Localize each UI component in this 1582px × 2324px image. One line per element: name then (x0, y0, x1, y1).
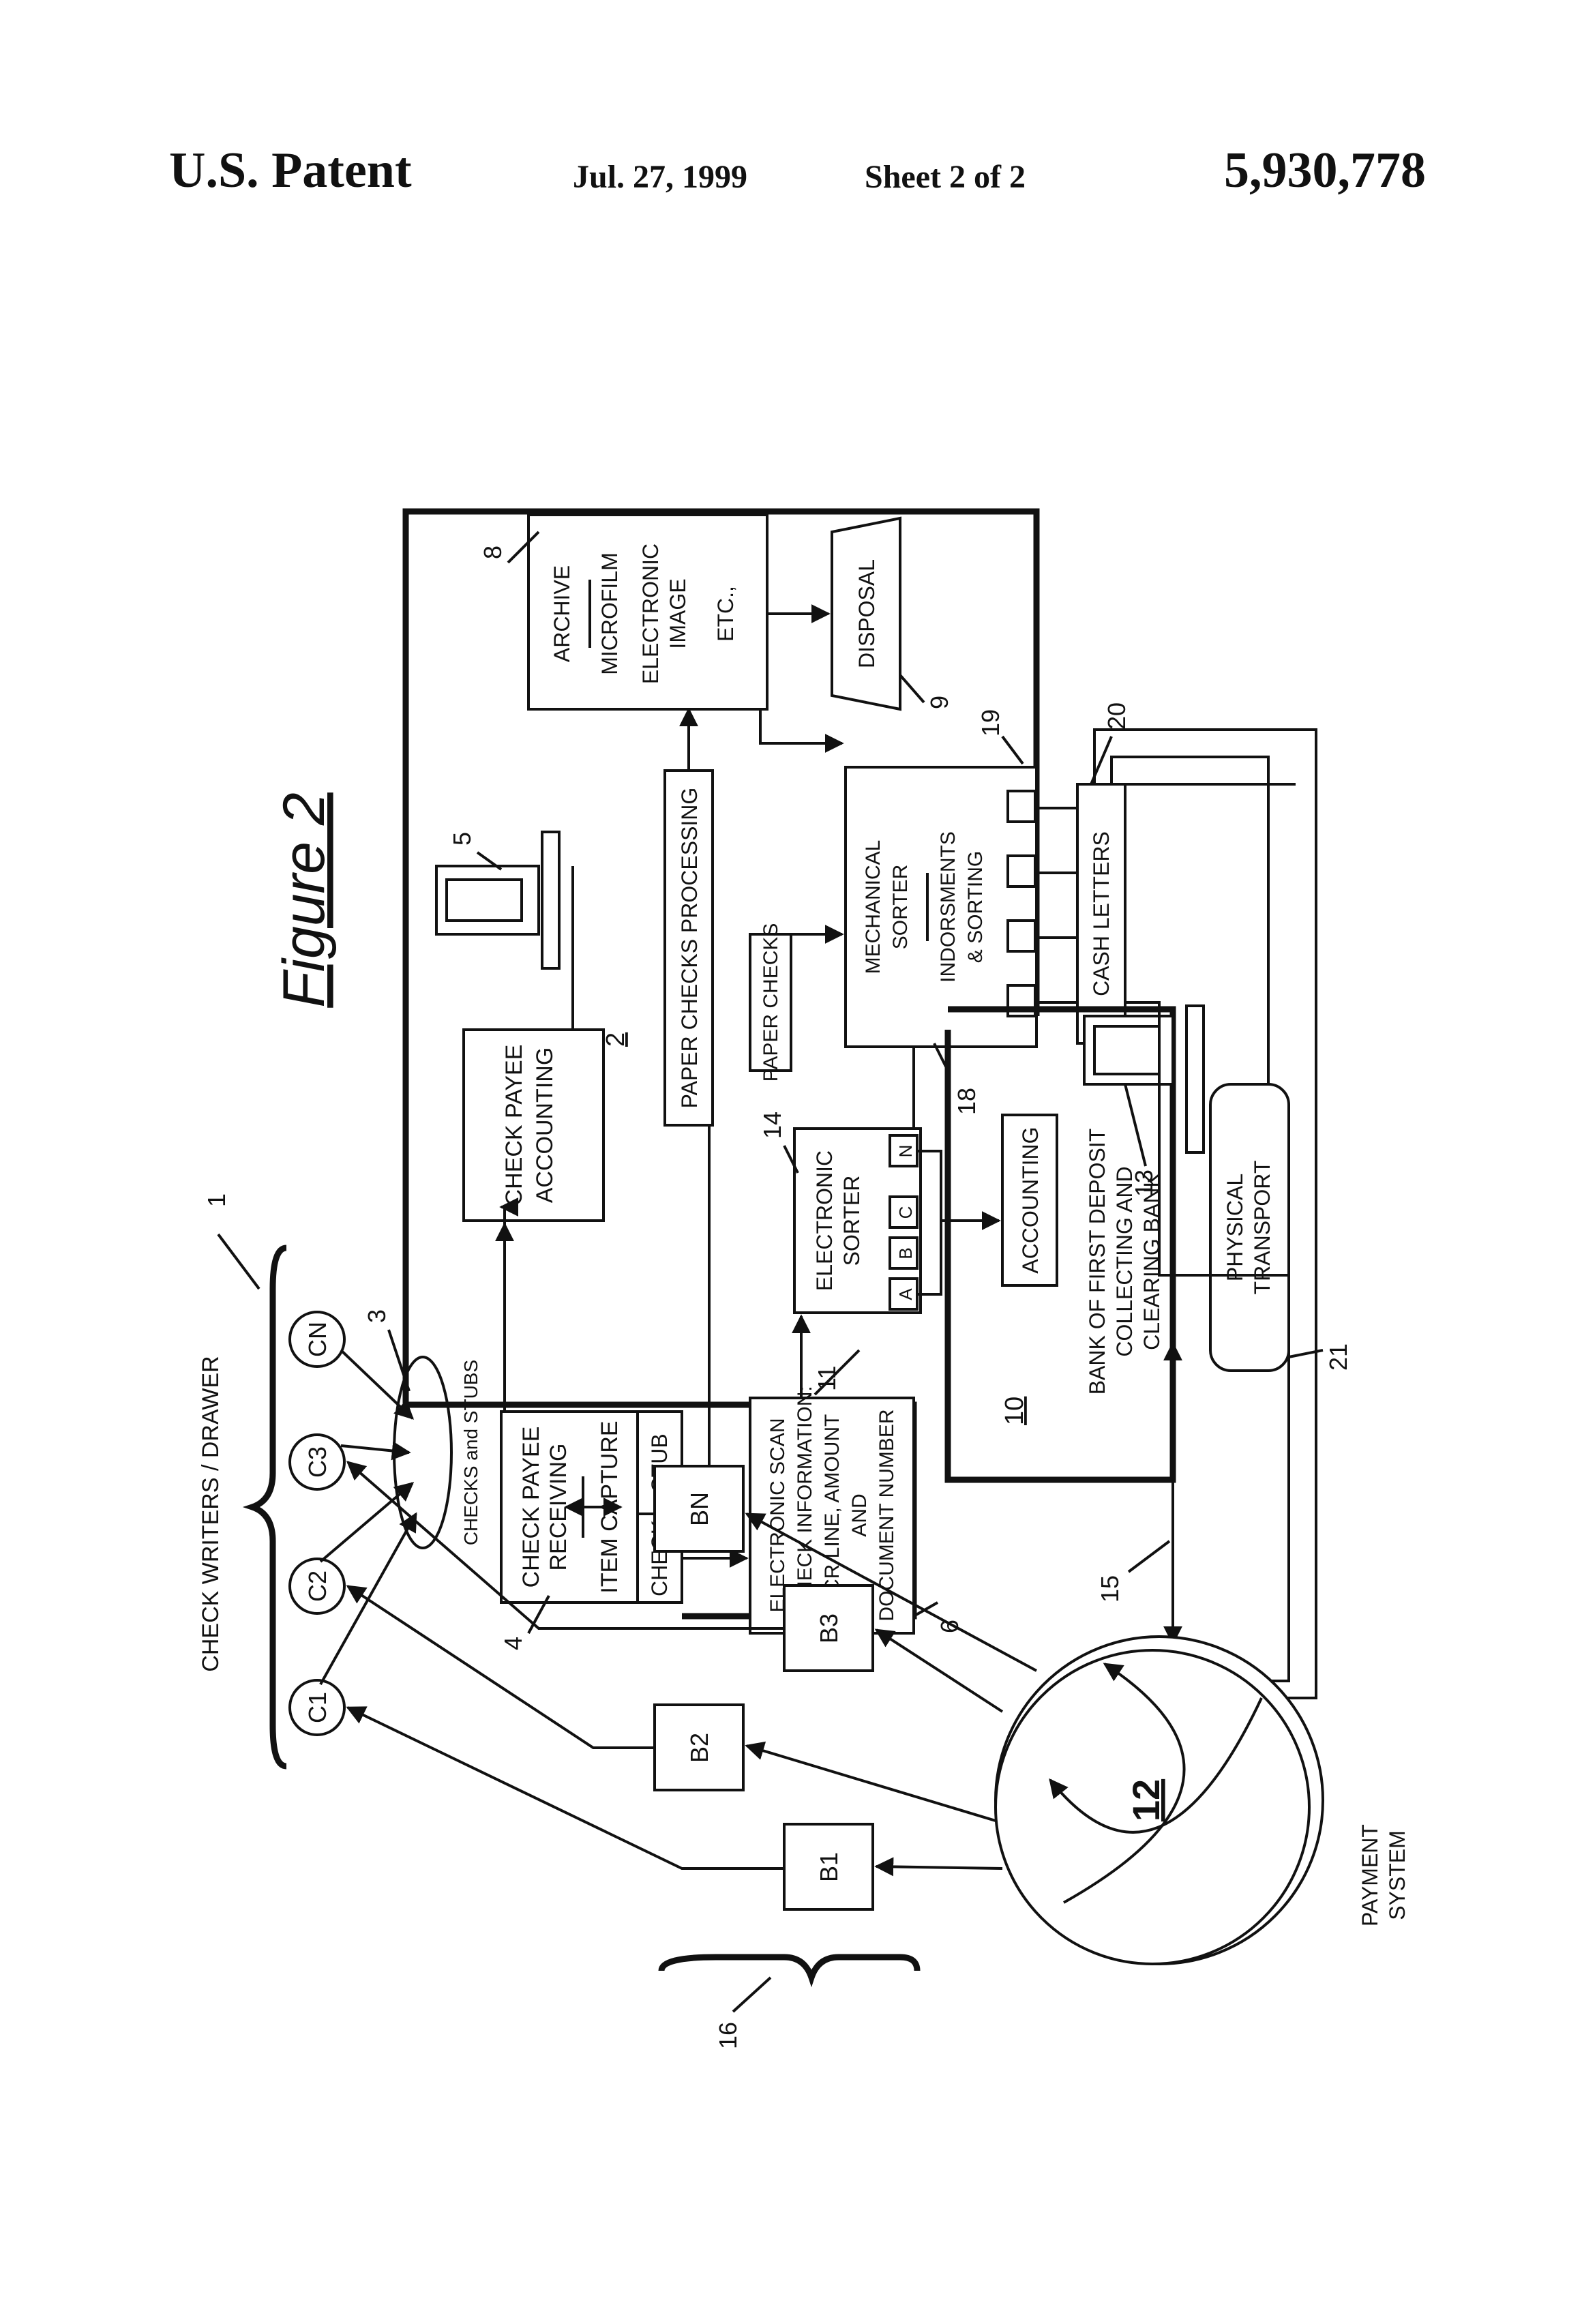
ref-12: 12 (1124, 1779, 1167, 1821)
svg-text:MECHANICAL: MECHANICAL (862, 840, 884, 974)
svg-text:DISPOSAL: DISPOSAL (854, 559, 879, 668)
ref-13: 13 (1130, 1170, 1158, 1197)
check-writer-c3: C3 (290, 1435, 344, 1489)
figure-rotated-group: Figure 2 CHECK WRITERS / DRAWER 1 C1 C2 … (198, 511, 1409, 2049)
svg-text:ELECTRONIC: ELECTRONIC (638, 543, 663, 684)
bank-b1: B1 (784, 1824, 873, 1909)
ref-8: 8 (479, 546, 507, 559)
svg-text:SORTER: SORTER (889, 865, 912, 949)
bank-bn: BN (655, 1466, 743, 1551)
ref-10: 10 (1000, 1397, 1029, 1425)
check-writer-cn: CN (290, 1312, 344, 1367)
svg-text:CASH LETTERS: CASH LETTERS (1089, 831, 1114, 996)
computer-icon (436, 832, 559, 968)
svg-text:SYSTEM: SYSTEM (1385, 1830, 1409, 1920)
ref-21: 21 (1324, 1343, 1352, 1371)
svg-text:CHECK PAYEE: CHECK PAYEE (501, 1045, 527, 1206)
svg-text:B3: B3 (815, 1613, 843, 1643)
ref-9: 9 (925, 696, 953, 709)
ref-2: 2 (601, 1032, 630, 1047)
ref-20: 20 (1103, 702, 1131, 730)
svg-text:C1: C1 (303, 1692, 331, 1723)
figure-title: Figure 2 (271, 792, 337, 1008)
ref-11: 11 (813, 1366, 841, 1391)
ref-3: 3 (363, 1309, 391, 1323)
banks-brace (661, 1957, 917, 1978)
ref-5: 5 (448, 832, 476, 846)
svg-text:B2: B2 (685, 1733, 713, 1763)
svg-text:PAPER CHECKS PROCESSING: PAPER CHECKS PROCESSING (677, 788, 702, 1109)
check-writer-c2: C2 (290, 1559, 344, 1613)
ref-14: 14 (758, 1112, 786, 1139)
svg-text:C2: C2 (303, 1570, 331, 1602)
svg-text:ARCHIVE: ARCHIVE (550, 565, 574, 662)
svg-text:ACCOUNTING: ACCOUNTING (1018, 1127, 1043, 1273)
svg-text:A: A (895, 1288, 916, 1300)
svg-text:ELECTRONIC SCAN: ELECTRONIC SCAN (766, 1418, 789, 1612)
svg-text:B: B (895, 1247, 916, 1259)
svg-text:INDORSMENTS: INDORSMENTS (937, 831, 959, 983)
ref-16: 16 (714, 2022, 742, 2049)
svg-text:MICROFILM: MICROFILM (597, 552, 622, 675)
svg-text:ACCOUNTING: ACCOUNTING (532, 1047, 558, 1204)
svg-text:ETC.,: ETC., (713, 586, 738, 642)
ref-19: 19 (976, 709, 1004, 736)
ref-1: 1 (203, 1193, 230, 1207)
svg-text:PHYSICAL: PHYSICAL (1223, 1174, 1247, 1281)
checks-and-stubs-label: CHECKS and STUBS (460, 1360, 481, 1545)
bank-b2: B2 (655, 1705, 743, 1790)
svg-text:PAYMENT: PAYMENT (1358, 1824, 1382, 1926)
svg-text:ELECTRONIC: ELECTRONIC (812, 1150, 837, 1291)
svg-text:C: C (895, 1206, 916, 1219)
ref-4: 4 (499, 1637, 527, 1650)
svg-text:BANK OF FIRST DEPOSIT: BANK OF FIRST DEPOSIT (1085, 1129, 1109, 1395)
ref-6: 6 (936, 1620, 964, 1633)
svg-text:& SORTING: & SORTING (964, 851, 987, 963)
svg-text:IMAGE: IMAGE (666, 578, 690, 649)
svg-text:AND: AND (848, 1493, 871, 1536)
svg-text:CN: CN (303, 1322, 331, 1357)
check-writers-brace (252, 1248, 286, 1766)
svg-text:N: N (895, 1145, 916, 1158)
svg-text:BN: BN (685, 1492, 713, 1526)
check-writer-c1: C1 (290, 1680, 344, 1735)
ref-18: 18 (953, 1088, 981, 1115)
ref-15: 15 (1096, 1575, 1124, 1603)
svg-text:CHECK PAYEE: CHECK PAYEE (518, 1427, 544, 1588)
svg-text:PAPER CHECKS: PAPER CHECKS (760, 923, 782, 1082)
check-writers-label: CHECK WRITERS / DRAWER (198, 1356, 224, 1671)
svg-text:SORTER: SORTER (839, 1176, 864, 1266)
sorter-bins: A B C N (890, 1135, 917, 1309)
svg-text:B1: B1 (815, 1852, 843, 1882)
svg-text:C3: C3 (303, 1446, 331, 1478)
bank-b3: B3 (784, 1585, 873, 1671)
